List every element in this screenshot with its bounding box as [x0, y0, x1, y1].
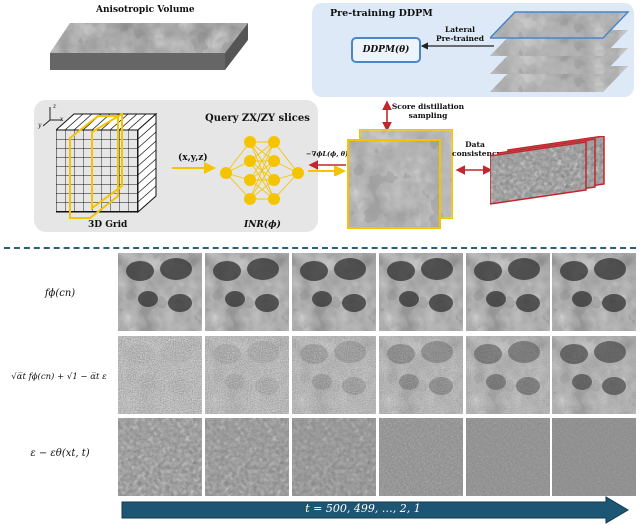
ddpm-box: DDPM(θ): [351, 37, 421, 63]
denoise-thumb-r2-c2: [205, 336, 289, 414]
denoise-thumb-r1-c4: [379, 253, 463, 331]
row1-label: fϕ(cn): [44, 288, 76, 299]
score-distillation-label: Score distillation sampling: [391, 102, 465, 120]
pretrained-slice-stack: [490, 11, 630, 92]
inr-network: [220, 136, 304, 205]
denoise-thumb-r1-c5: [466, 253, 550, 331]
row2-label: √α̅t fϕ(cn) + √1 − α̅t ε: [11, 372, 107, 382]
ddpm-arrow: [420, 42, 494, 50]
denoise-thumb-r3-c6: [552, 418, 636, 496]
query-slices-label: Query ZX/ZY slices: [205, 113, 310, 124]
denoise-thumb-r2-c3: [292, 336, 376, 414]
gradient-label: −∇ϕL(ϕ, θ): [306, 150, 349, 158]
observed-slices: [490, 136, 605, 205]
section-separator: [4, 247, 636, 249]
xyz-label: (x,y,z): [178, 153, 208, 163]
denoise-thumb-r3-c3: [292, 418, 376, 496]
output-arrow: [308, 166, 346, 176]
score-distillation-arrow: [382, 100, 392, 132]
axes-icon: [42, 107, 62, 127]
denoise-thumb-r1-c2: [205, 253, 289, 331]
timeline-arrow: [121, 496, 629, 524]
axis-y-label: y: [38, 122, 42, 129]
pretraining-title: Pre-training DDPM: [330, 8, 433, 19]
grid-label: 3D Grid: [88, 220, 128, 230]
rendered-slices: [347, 129, 453, 229]
ddpm-label: DDPM(θ): [362, 45, 410, 55]
denoise-thumb-r3-c2: [205, 418, 289, 496]
denoise-thumb-r2-c5: [466, 336, 550, 414]
data-consistency-arrow: [455, 165, 493, 175]
denoise-thumb-r2-c1: [118, 336, 202, 414]
denoise-thumb-r1-c3: [292, 253, 376, 331]
xyz-arrow: [172, 162, 216, 174]
anisotropic-volume-label: Anisotropic Volume: [96, 5, 195, 15]
denoise-thumb-r1-c6: [552, 253, 636, 331]
anisotropic-volume-block: [50, 23, 248, 70]
inr-label: INR(ϕ): [244, 220, 281, 230]
axis-x-label: x: [60, 116, 64, 123]
gradient-arrow: [308, 160, 346, 170]
denoise-thumb-r2-c4: [379, 336, 463, 414]
denoise-thumb-r3-c5: [466, 418, 550, 496]
denoise-thumb-r1-c1: [118, 253, 202, 331]
row3-label: ε − εθ(xt, t): [30, 448, 90, 459]
denoise-thumb-r3-c4: [379, 418, 463, 496]
data-consistency-label: Data consistency: [452, 140, 501, 158]
3d-grid: [56, 112, 158, 219]
denoise-thumb-r3-c1: [118, 418, 202, 496]
denoise-thumb-r2-c6: [552, 336, 636, 414]
lateral-pretrained-label: Lateral Pre-trained: [435, 25, 485, 43]
timeline-label: t = 500, 499, …, 2, 1: [305, 502, 421, 515]
axis-z-label: z: [53, 103, 57, 110]
